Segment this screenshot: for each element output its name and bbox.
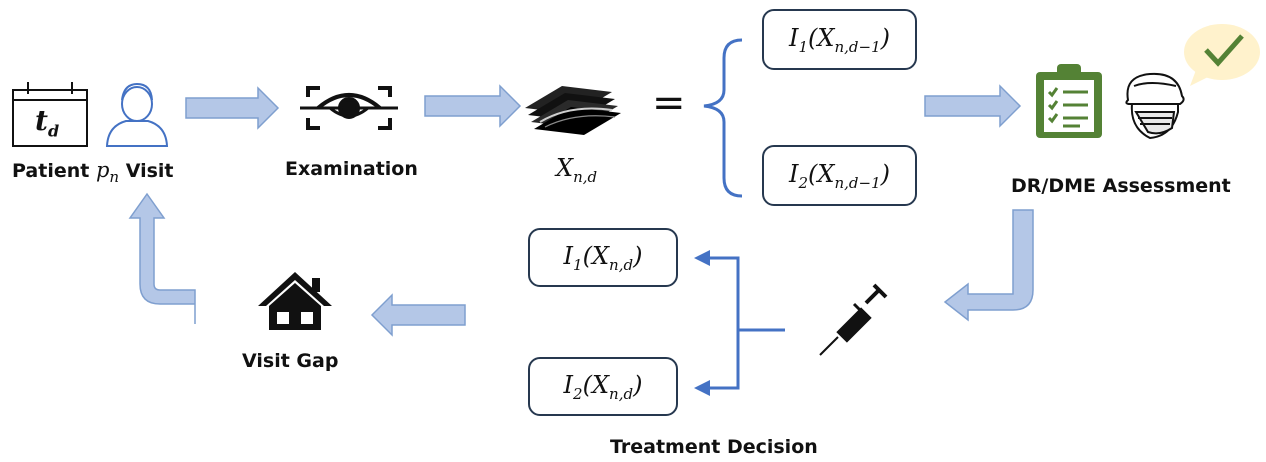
syringe-icon bbox=[819, 283, 888, 356]
box-prev-i2-text: I2(Xn,d−1) bbox=[788, 159, 891, 192]
bracket bbox=[703, 38, 743, 198]
box-prev-i2: I2(Xn,d−1) bbox=[762, 145, 917, 206]
assessment-label: DR/DME Assessment bbox=[1011, 175, 1231, 197]
arrow-gap-to-visit bbox=[128, 192, 196, 324]
treatment-decision-label: Treatment Decision bbox=[610, 436, 818, 458]
house-icon bbox=[258, 272, 332, 330]
arrow-assessment-to-treatment bbox=[943, 209, 1034, 322]
calendar-text: td bbox=[35, 104, 59, 141]
patient-var-p: p bbox=[95, 158, 110, 182]
arrow-visit-to-exam bbox=[185, 86, 280, 130]
calendar-icon bbox=[12, 82, 88, 147]
box-cur-i2: I2(Xn,d) bbox=[528, 357, 678, 416]
treatment-arrowhead-bottom bbox=[694, 380, 710, 396]
box-prev-i1-text: I1(Xn,d−1) bbox=[788, 23, 891, 56]
box-cur-i1: I1(Xn,d) bbox=[528, 228, 678, 287]
scan-x: X bbox=[556, 154, 574, 182]
patient-word: Patient bbox=[12, 160, 90, 182]
treatment-branch bbox=[708, 256, 740, 390]
arrow-boxes-to-assessment bbox=[924, 84, 1022, 128]
arrow-treatment-to-gap bbox=[370, 293, 466, 337]
equals-sign: = bbox=[652, 80, 686, 126]
eye-scan-icon bbox=[300, 86, 398, 130]
patient-var-n: n bbox=[109, 168, 120, 187]
box-cur-i1-text: I1(Xn,d) bbox=[563, 241, 643, 274]
patient-var: pn bbox=[95, 158, 119, 186]
scan-label: Xn,d bbox=[556, 154, 597, 186]
arrow-exam-to-scan bbox=[424, 84, 522, 128]
clipboard-icon bbox=[1036, 64, 1102, 138]
patient-visit-label: Patient pn Visit bbox=[12, 158, 174, 186]
examination-label: Examination bbox=[285, 158, 418, 180]
oct-stack-icon bbox=[525, 86, 621, 135]
doctor-icon bbox=[1125, 72, 1185, 140]
visit-gap-label: Visit Gap bbox=[242, 350, 339, 372]
patient-icon bbox=[105, 82, 169, 147]
calendar-t: t bbox=[35, 104, 48, 137]
scan-sub: n,d bbox=[573, 167, 598, 186]
calendar-d: d bbox=[47, 121, 60, 141]
box-cur-i2-text: I2(Xn,d) bbox=[563, 370, 643, 403]
box-prev-i1: I1(Xn,d−1) bbox=[762, 9, 917, 70]
treatment-arrowhead-top bbox=[694, 250, 710, 266]
checkmark-bubble-icon bbox=[1184, 24, 1260, 86]
visit-word: Visit bbox=[125, 160, 174, 182]
